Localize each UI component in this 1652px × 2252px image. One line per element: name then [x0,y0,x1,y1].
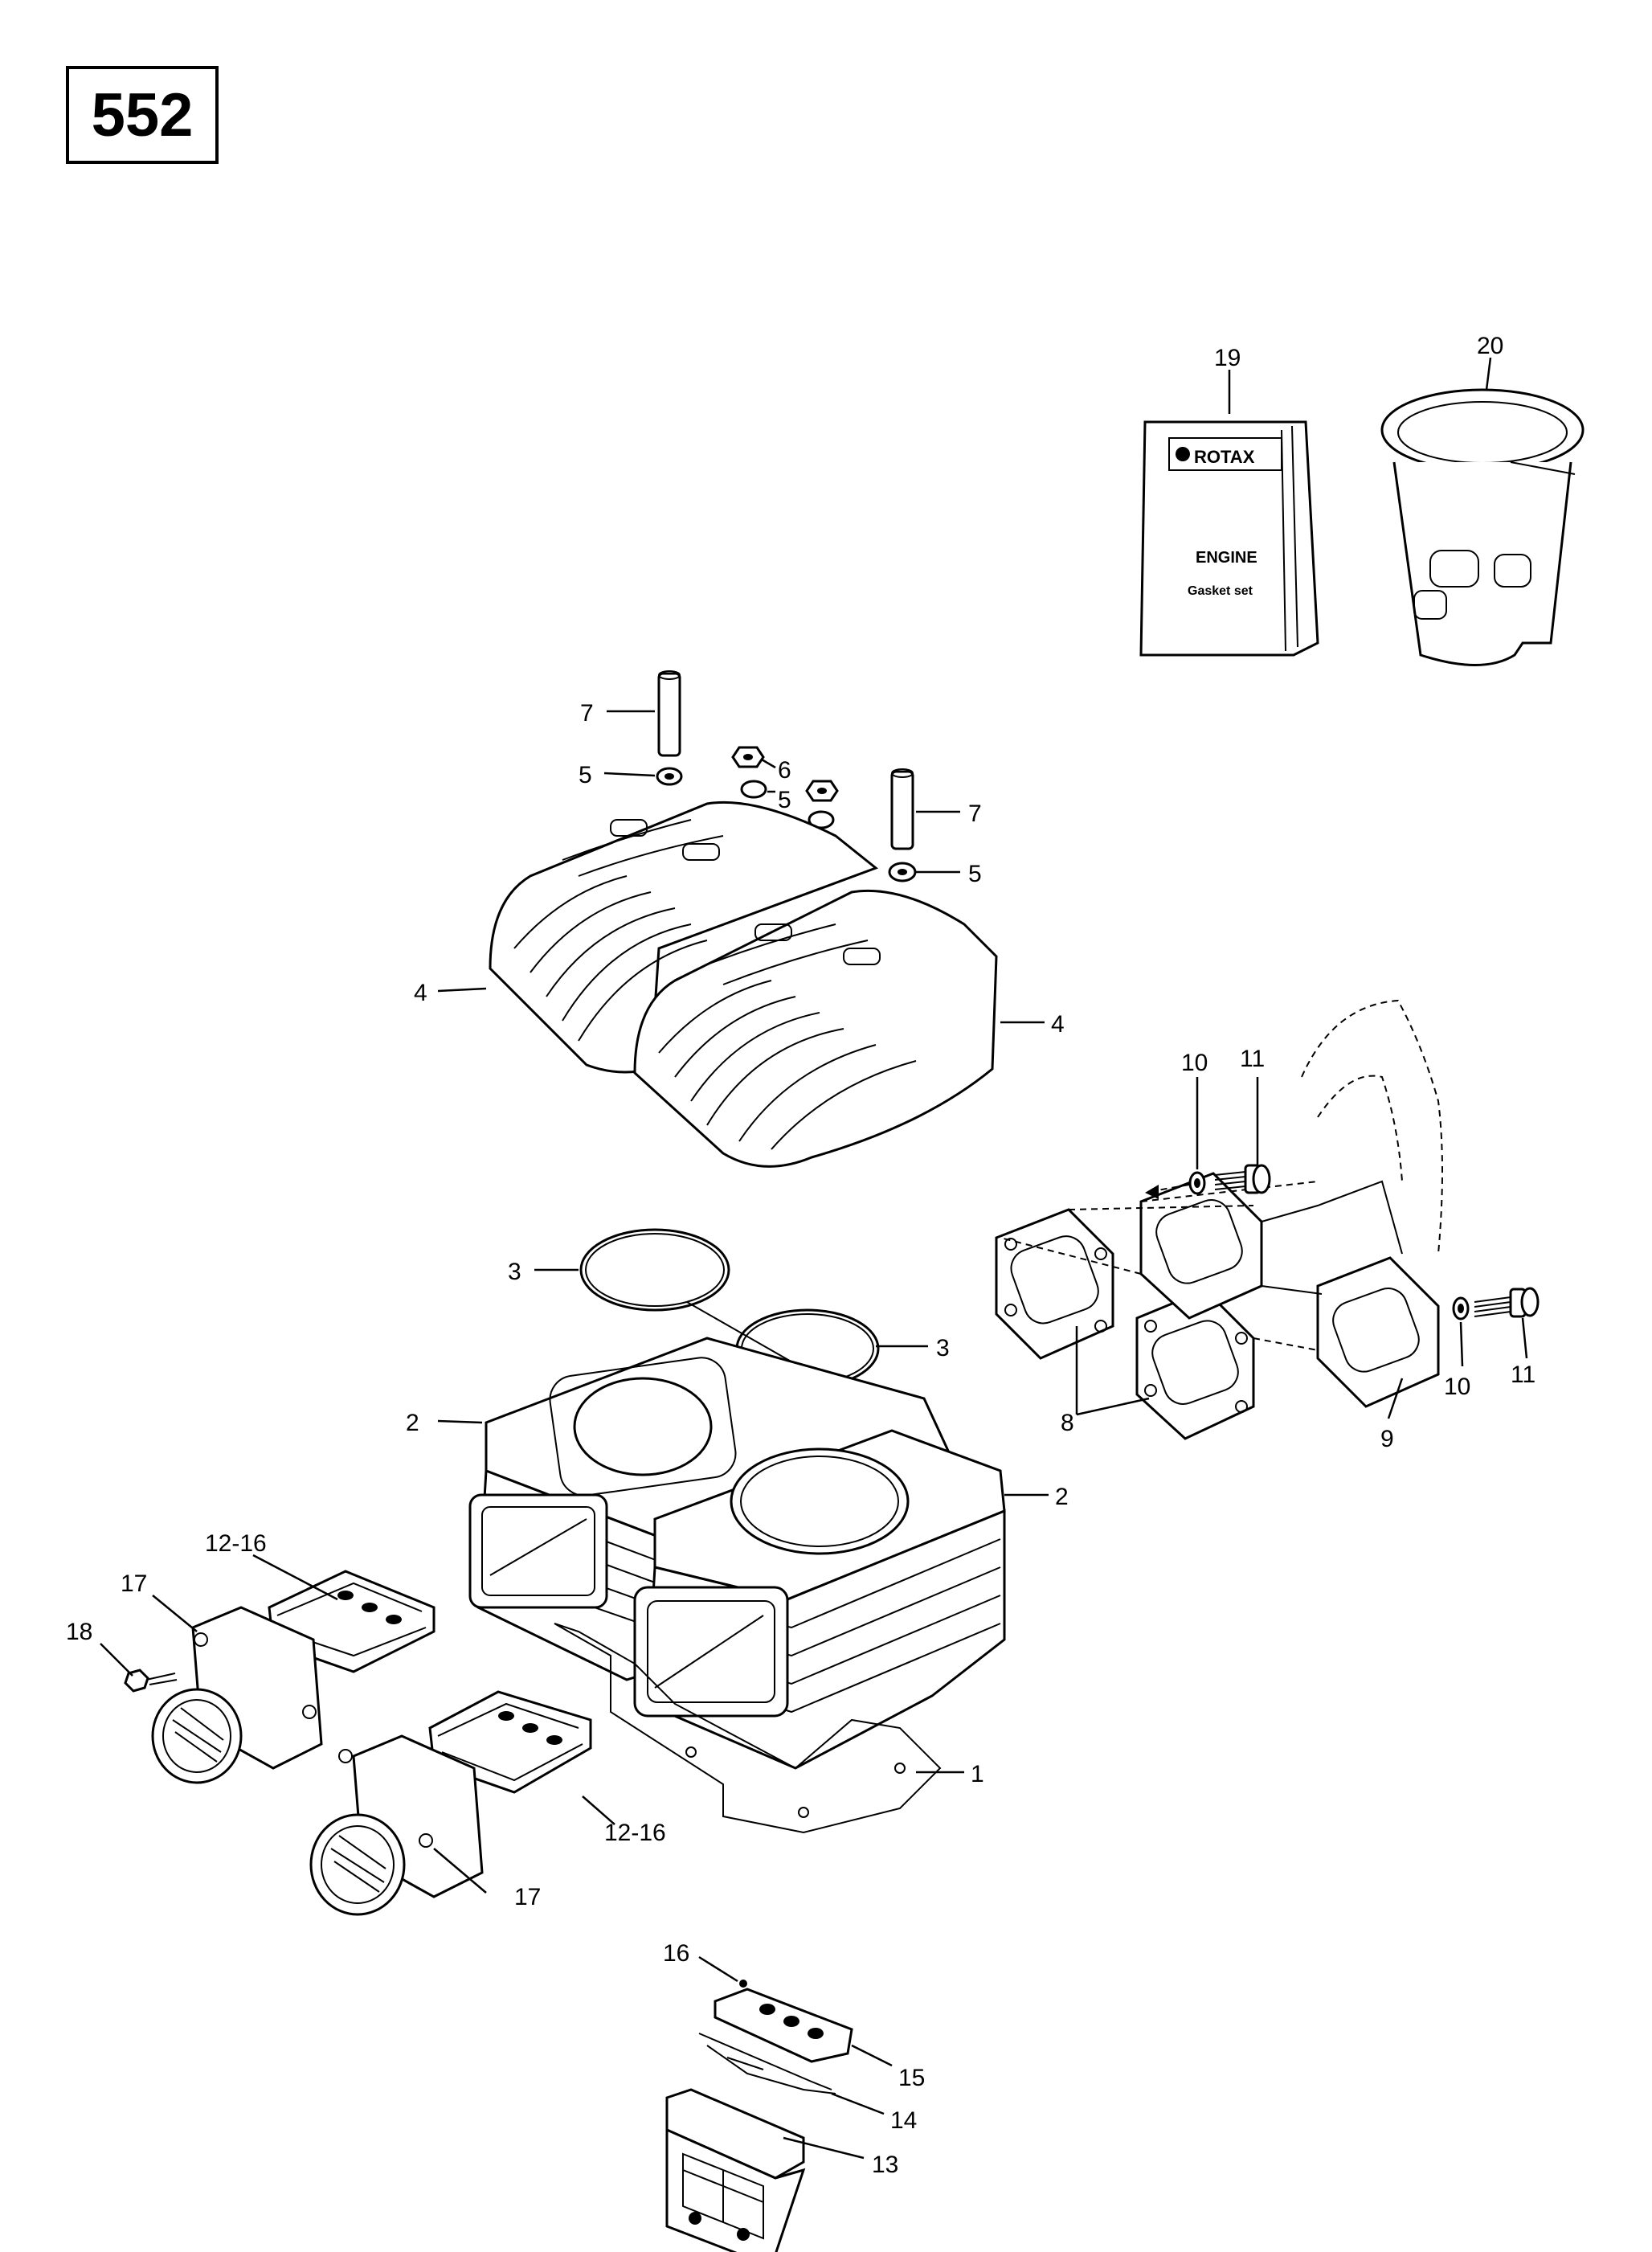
part-7-stud-left [657,670,681,757]
part-11-screw-lower [1474,1287,1540,1318]
part-18-screw [124,1669,178,1693]
callout-3-right: 3 [936,1335,950,1361]
callout-2-right: 2 [1055,1484,1069,1510]
page-number-box: 552 [66,66,219,164]
callout-12-16-upper: 12-16 [205,1530,267,1557]
part-7-stud-right [890,768,914,850]
part-4-cylinder-head-right [633,889,998,1168]
part-13-reed-block [665,2088,806,2252]
callout-3-left: 3 [508,1259,521,1285]
callout-4-left: 4 [414,980,427,1006]
part-2-cylinder-right [633,1429,1006,1770]
callout-17-lower: 17 [514,1884,541,1910]
callout-5-right: 5 [968,861,982,887]
callout-5-left: 5 [579,762,592,788]
part-16-screw [739,1980,747,1988]
callout-11-upper: 11 [1240,1046,1265,1072]
part-5-washer-mid [740,780,767,799]
part-9-exhaust-manifold [1000,999,1443,1408]
callout-10-upper: 10 [1181,1050,1208,1076]
part-1-base-gasket [554,1623,942,1834]
callout-17-upper: 17 [121,1570,147,1597]
callout-7-left: 7 [580,700,594,727]
callout-11-lower: 11 [1511,1361,1535,1388]
callout-19: 19 [1214,345,1241,371]
part-2-cylinder-left [468,1337,951,1681]
part-19-manual: ROTAX ENGINE Gasket set [1139,420,1319,657]
callout-1: 1 [971,1761,984,1787]
part-6-nut-top [731,746,765,768]
callout-12-16-lower: 12-16 [604,1820,666,1846]
callout-20: 20 [1477,333,1503,359]
part-20-cylinder-sleeve [1380,388,1585,666]
part-17-intake-manifold-upper [151,1606,323,1784]
part-11-screw-upper [1214,1164,1271,1194]
part-14-reed-petal [698,2033,836,2094]
callout-18: 18 [66,1619,92,1645]
callout-6: 6 [778,757,791,784]
callout-10-lower: 10 [1444,1374,1470,1400]
part-5-washer-left [656,767,683,786]
part-4-cylinder-head-left [489,800,879,1074]
manual-subtitle: Gasket set [1188,584,1253,598]
callout-8: 8 [1061,1410,1074,1436]
part-8-exhaust-gasket-upper [995,1208,1114,1360]
callout-7-right: 7 [968,800,982,827]
part-10-lock-washer-lower [1452,1296,1470,1320]
part-3-oring-left [579,1228,730,1312]
page-number: 552 [91,80,194,149]
callout-16: 16 [663,1940,689,1967]
manual-title: ENGINE [1196,549,1257,567]
callout-labels: 19 20 7 5 6 5 7 5 4 4 10 11 3 3 10 11 2 … [66,333,1535,2178]
part-10-lock-washer-upper [1188,1171,1206,1195]
callout-14: 14 [890,2107,917,2134]
part-17-intake-manifold-lower [309,1734,484,1916]
manual-brand: ROTAX [1194,447,1255,467]
part-15-reed-stop [714,1988,853,2063]
leader-lines [100,357,1528,2160]
callout-15: 15 [898,2065,925,2091]
part-5-washer-far-right [888,862,917,882]
callout-2-left: 2 [406,1410,419,1436]
part-6-nut-right [805,780,839,802]
callout-13: 13 [872,2152,898,2178]
callout-9: 9 [1380,1426,1394,1452]
callout-5-mid: 5 [778,787,791,813]
callout-4-right: 4 [1051,1011,1065,1038]
